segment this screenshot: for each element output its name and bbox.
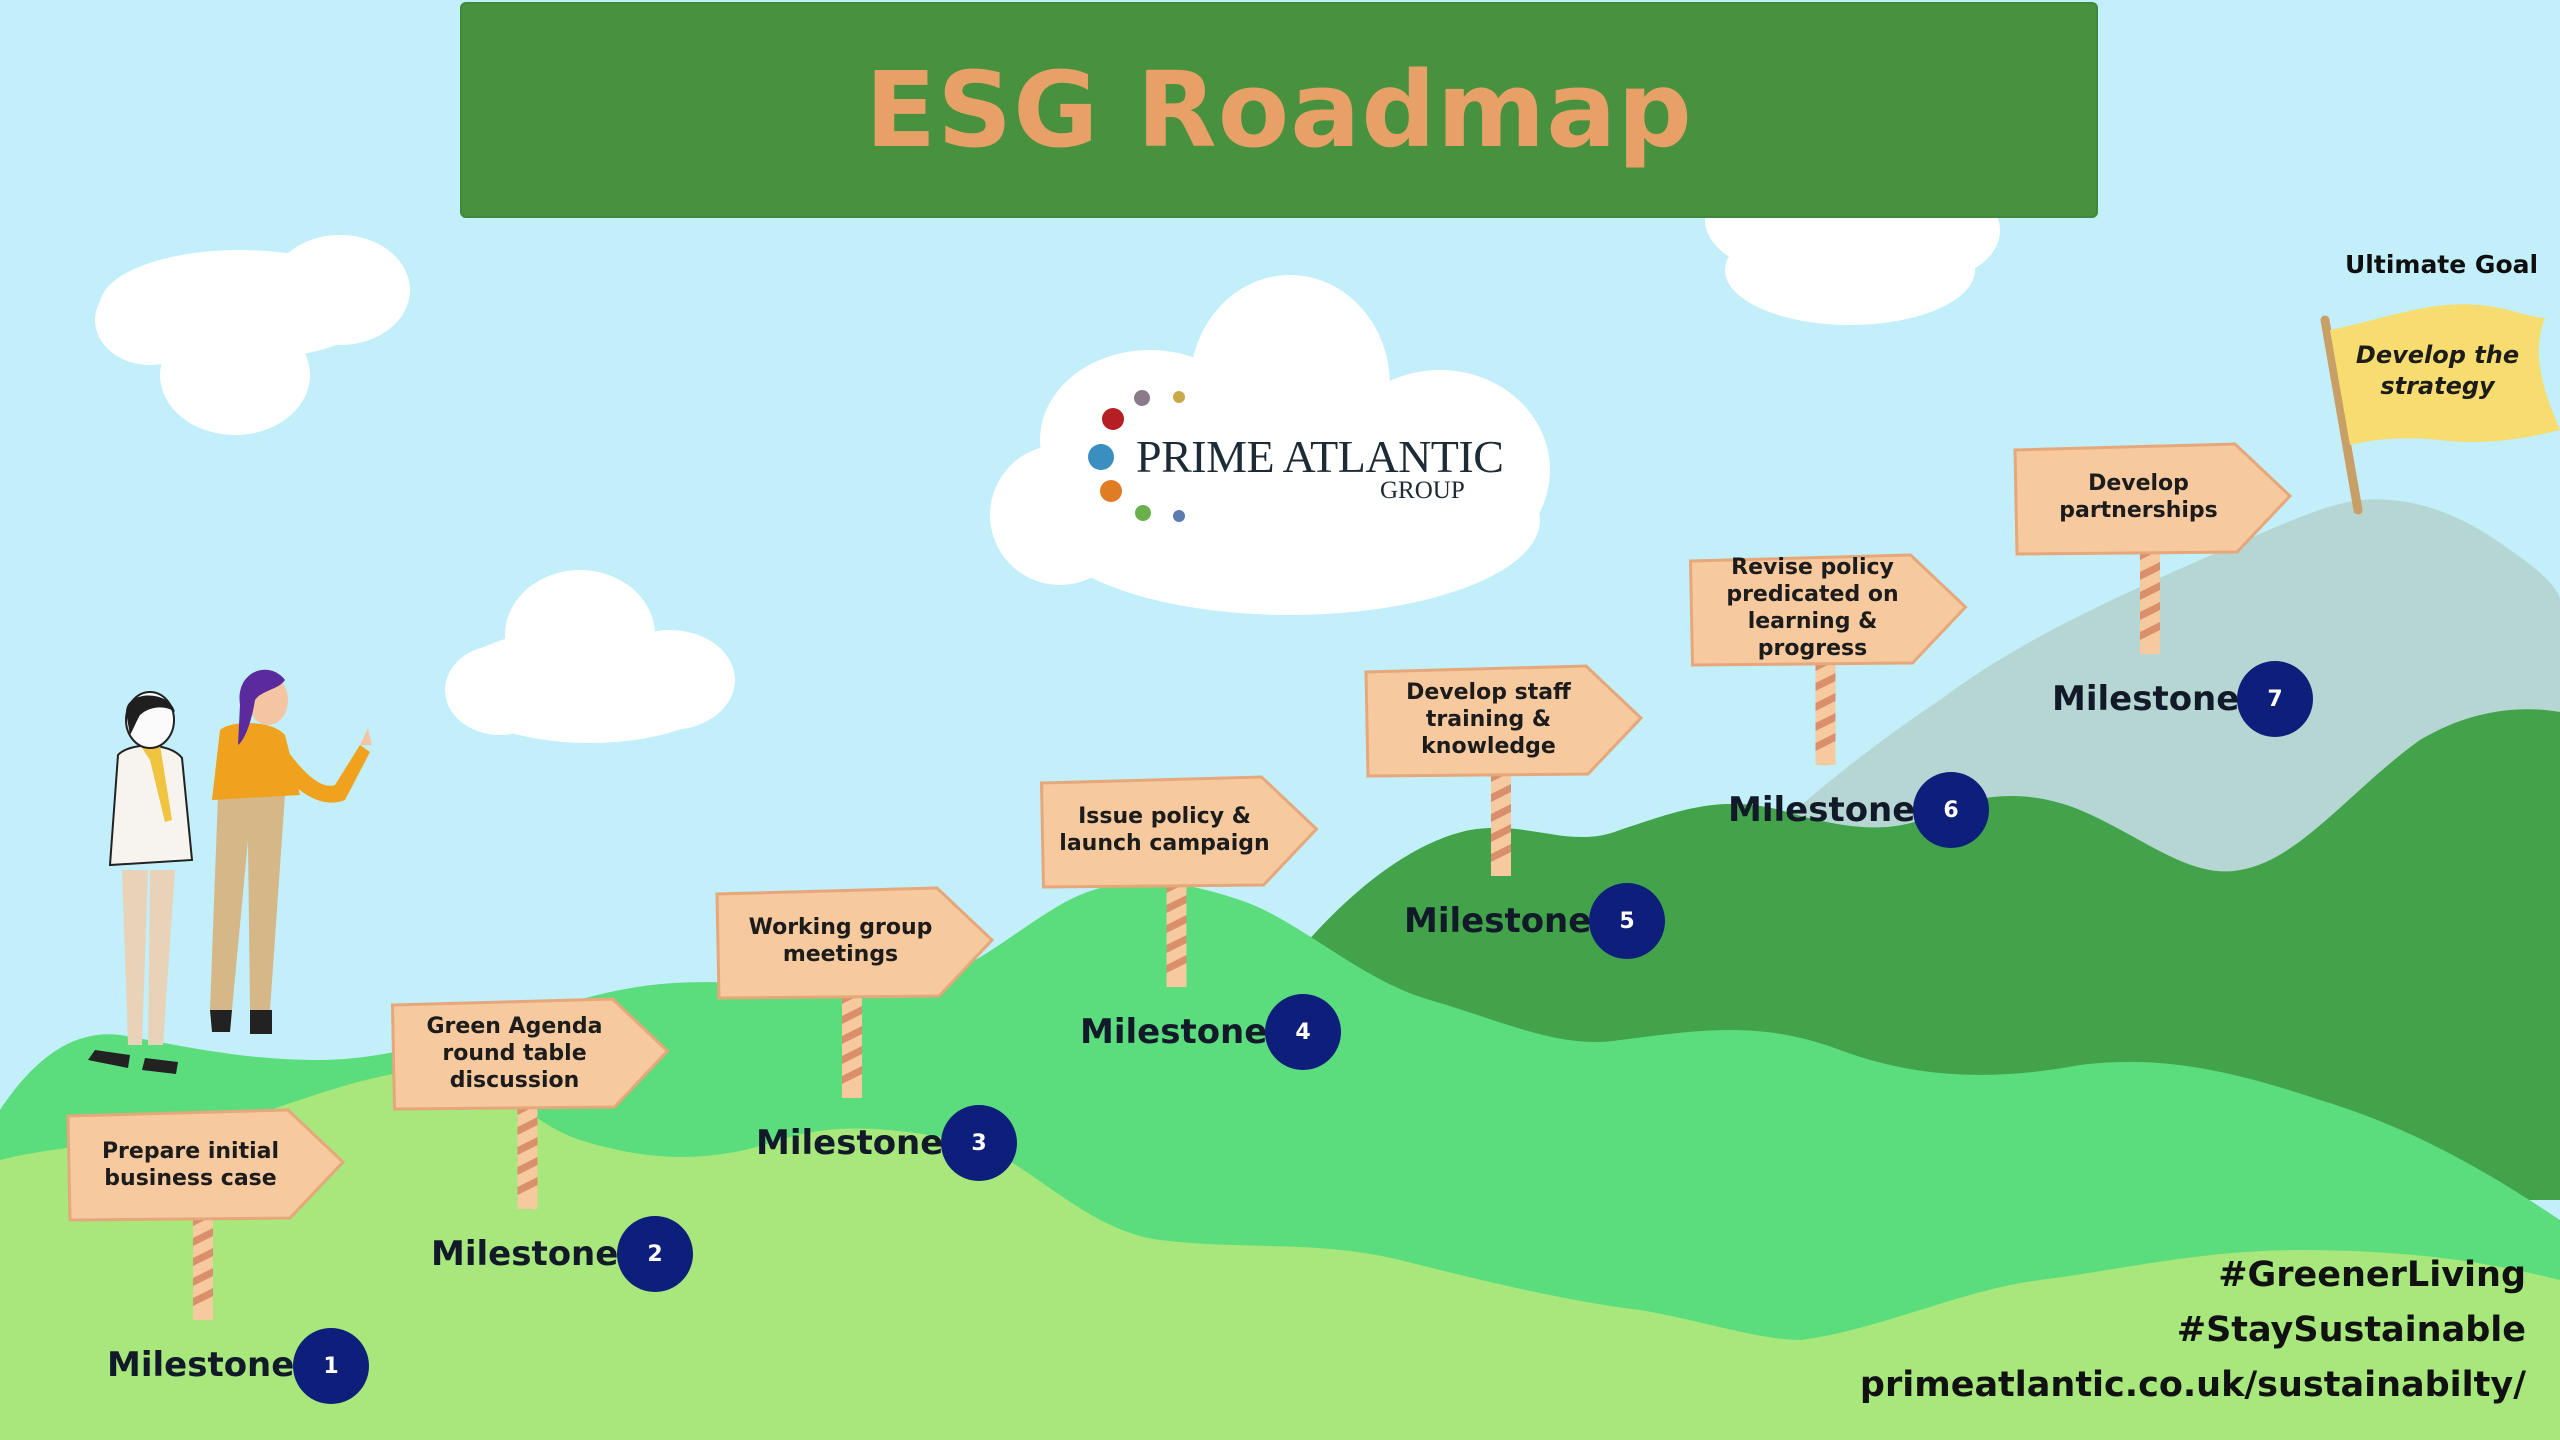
signpost-stripe bbox=[517, 1137, 538, 1155]
signpost-stripe bbox=[842, 1066, 862, 1084]
signpost-stripe bbox=[1491, 804, 1511, 822]
milestone-label-2: Milestone bbox=[431, 1234, 619, 1274]
logo-dot bbox=[1135, 505, 1151, 521]
signpost-board bbox=[1688, 553, 1968, 667]
page-title: ESG Roadmap bbox=[865, 49, 1693, 171]
signpost-stripe bbox=[1491, 824, 1511, 842]
hashtag-greener-living: #GreenerLiving bbox=[2218, 1255, 2526, 1295]
sign-milestone-3: Working group meetings bbox=[718, 886, 993, 996]
sign-text: Prepare initial business case bbox=[101, 1139, 280, 1191]
sign-milestone-4: Issue policy & launch campaign bbox=[1042, 775, 1317, 885]
signpost-stripe bbox=[1166, 935, 1187, 953]
cloud-middle bbox=[445, 570, 735, 743]
logo-dot bbox=[1173, 391, 1185, 403]
logo-dot bbox=[1134, 390, 1150, 406]
hill-light bbox=[0, 1070, 2560, 1440]
milestone-badge-6: 6 bbox=[1913, 772, 1989, 848]
milestone-label-1: Milestone bbox=[107, 1345, 295, 1385]
signpost-stripe bbox=[2140, 602, 2160, 620]
signpost-board bbox=[715, 886, 995, 1000]
signpost-stripe bbox=[1166, 895, 1187, 913]
signpost-stripe bbox=[1815, 733, 1836, 751]
milestone-badge-3: 3 bbox=[941, 1105, 1017, 1181]
milestone-badge-2: 2 bbox=[617, 1216, 693, 1292]
woman-figure bbox=[210, 669, 372, 1034]
hashtag-stay-sustainable: #StaySustainable bbox=[2176, 1310, 2526, 1350]
signpost-stripe bbox=[517, 1117, 538, 1135]
flag-text: Develop the strategy bbox=[2355, 341, 2520, 400]
milestone-label-5: Milestone bbox=[1404, 901, 1592, 941]
milestone-badge-1: 1 bbox=[293, 1328, 369, 1404]
signpost-stripe bbox=[1166, 915, 1187, 933]
milestone-label-7: Milestone bbox=[2052, 679, 2240, 719]
signpost-board bbox=[2013, 442, 2293, 556]
milestone-badge-4: 4 bbox=[1265, 994, 1341, 1070]
signpost-stripe bbox=[2140, 622, 2160, 640]
milestone-badge-7: 7 bbox=[2237, 661, 2313, 737]
milestone-label-3: Milestone bbox=[756, 1123, 944, 1163]
title-banner: ESG Roadmap bbox=[460, 2, 2098, 218]
sign-milestone-7: Develop partnerships bbox=[2016, 442, 2291, 552]
flag-graphic bbox=[2320, 304, 2560, 515]
logo-dot bbox=[1100, 480, 1122, 502]
cloud-logo bbox=[990, 275, 1550, 615]
cloud-left bbox=[95, 235, 410, 435]
website-url[interactable]: primeatlantic.co.uk/sustainabilty/ bbox=[1859, 1365, 2526, 1405]
signpost-stripe bbox=[193, 1228, 213, 1246]
logo-name: PRIME ATLANTIC bbox=[1136, 431, 1504, 482]
sign-text: Develop staff training & knowledge bbox=[1406, 679, 1571, 759]
signpost-stripe bbox=[1815, 713, 1836, 731]
milestone-badge-5: 5 bbox=[1589, 883, 1665, 959]
signpost-stripe bbox=[842, 1046, 862, 1064]
milestone-label-6: Milestone bbox=[1728, 790, 1916, 830]
sign-milestone-2: Green Agenda round table discussion bbox=[392, 998, 667, 1108]
sign-milestone-6: Revise policy predicated on learning & p… bbox=[1690, 553, 1965, 663]
logo-dot bbox=[1173, 510, 1185, 522]
man-figure bbox=[88, 691, 194, 1074]
signpost-board bbox=[1039, 775, 1319, 889]
signpost-stripe bbox=[1491, 844, 1511, 862]
sign-text: Working group meetings bbox=[748, 915, 933, 967]
people-illustration bbox=[88, 669, 372, 1074]
flag-cloth bbox=[2330, 304, 2560, 445]
sign-text: Revise policy predicated on learning & p… bbox=[1726, 555, 1899, 661]
milestone-label-4: Milestone bbox=[1080, 1012, 1268, 1052]
signpost-stripe bbox=[1491, 784, 1511, 802]
sign-milestone-1: Prepare initial business case bbox=[68, 1110, 343, 1220]
signpost-stripe bbox=[2140, 582, 2160, 600]
signpost-stripe bbox=[842, 1026, 862, 1044]
signpost-stripe bbox=[193, 1268, 213, 1286]
sign-text: Green Agenda round table discussion bbox=[426, 1013, 603, 1093]
signpost-stripe bbox=[193, 1248, 213, 1266]
signpost-stripe bbox=[517, 1177, 538, 1195]
sign-milestone-5: Develop staff training & knowledge bbox=[1366, 664, 1641, 774]
signpost-board bbox=[390, 997, 670, 1111]
logo-subname: GROUP bbox=[1380, 477, 1465, 504]
signpost-stripe bbox=[1166, 955, 1187, 973]
logo-dot bbox=[1102, 408, 1124, 430]
ultimate-goal-label: Ultimate Goal bbox=[2345, 250, 2539, 279]
signpost-stripe bbox=[842, 1006, 862, 1024]
signpost-stripe bbox=[2140, 562, 2160, 580]
sign-text: Develop partnerships bbox=[2059, 471, 2218, 523]
company-logo: PRIME ATLANTIC GROUP bbox=[1080, 380, 1504, 530]
sign-text: Issue policy & launch campaign bbox=[1059, 804, 1270, 856]
signpost-stripe bbox=[1815, 673, 1836, 691]
logo-dot bbox=[1088, 444, 1114, 470]
signpost-board bbox=[66, 1108, 346, 1222]
signposts bbox=[66, 442, 2293, 1320]
signpost-stripe bbox=[193, 1288, 213, 1306]
signpost-stripe bbox=[517, 1157, 538, 1175]
signpost-stripe bbox=[1815, 693, 1836, 711]
signpost-board bbox=[1364, 664, 1644, 778]
